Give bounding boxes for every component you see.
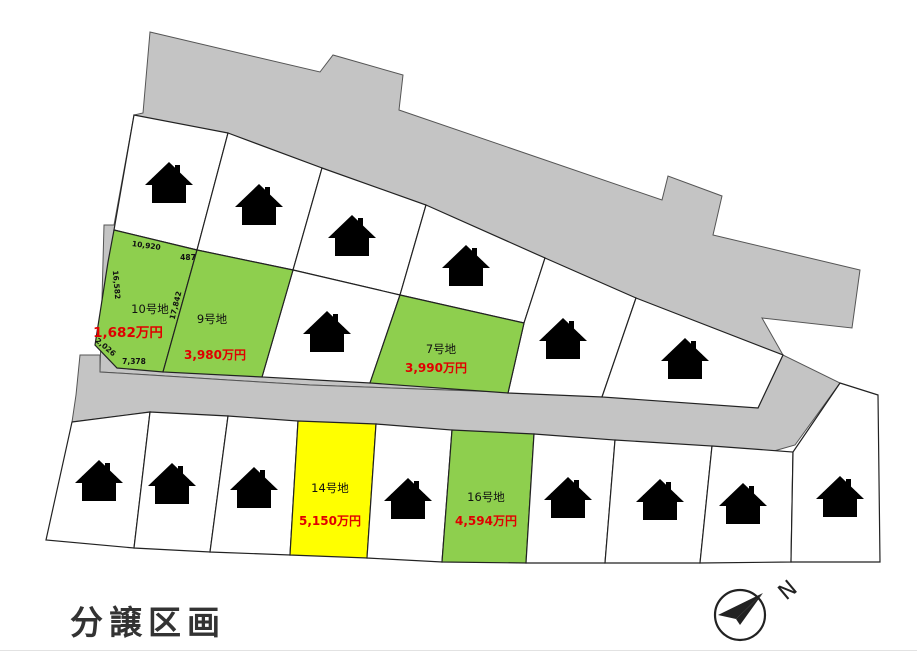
- lot-7[interactable]: [369, 294, 525, 394]
- lot16-price: 4,594万円: [455, 514, 517, 528]
- lot10-price: 1,682万円: [93, 325, 163, 341]
- compass-north-label: N: [774, 576, 803, 606]
- lot10-dim-bottom: 7,378: [122, 357, 146, 366]
- lot10-dim-left: 16,582: [111, 270, 122, 300]
- lot16-name: 16号地: [467, 490, 505, 504]
- page-title: 分譲区画: [70, 603, 226, 642]
- lot10-name: 10号地: [131, 302, 169, 316]
- lot-9[interactable]: [162, 249, 294, 378]
- lot9-price: 3,980万円: [184, 348, 246, 362]
- lot7-price: 3,990万円: [405, 361, 467, 375]
- north-compass-icon: N: [713, 576, 803, 642]
- lot-lower-10[interactable]: [790, 382, 881, 563]
- lot9-name: 9号地: [197, 312, 228, 326]
- lot7-name: 7号地: [426, 342, 457, 356]
- lot10-dim-top: 10,920: [131, 239, 161, 252]
- lot14-price: 5,150万円: [299, 514, 361, 528]
- lot14-name: 14号地: [311, 481, 349, 495]
- lot10-dim-corner: 487: [180, 253, 196, 262]
- bottom-divider: [0, 650, 917, 651]
